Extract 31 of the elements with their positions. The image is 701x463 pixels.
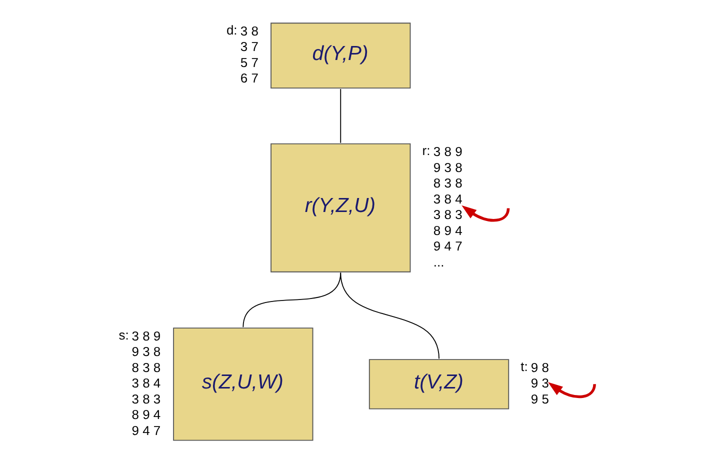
node-label: 6 7 — [240, 70, 258, 86]
arrow — [461, 205, 510, 222]
node-label: 3 8 3 — [432, 207, 462, 222]
node-label: ... — [432, 254, 444, 270]
node-label: 9 3 — [530, 376, 548, 391]
node-label: 3 8 4 — [131, 376, 160, 391]
node-label: 5 7 — [240, 54, 258, 70]
node-label: 8 9 4 — [131, 407, 160, 422]
node-label: 9 8 — [530, 360, 548, 375]
node-label: 3 8 9 — [131, 328, 160, 344]
node-label: r: — [422, 143, 430, 158]
node-label: 9 4 7 — [131, 422, 160, 438]
node-label: 8 3 8 — [432, 176, 462, 191]
connector — [340, 272, 439, 360]
connector — [242, 272, 341, 328]
node-label: 3 7 — [240, 39, 258, 54]
node-label: 9 3 8 — [432, 160, 462, 175]
node-label: d: — [226, 22, 237, 38]
node-label: 9 4 7 — [432, 238, 462, 254]
node-label: s: — [118, 327, 128, 342]
node-label: 3 8 3 — [131, 391, 160, 406]
node-label: 8 9 4 — [432, 222, 462, 238]
node-label: 3 8 9 — [432, 144, 462, 160]
node-label: 3 8 — [240, 23, 258, 38]
node-label: 9 5 — [530, 391, 548, 406]
connector — [340, 88, 341, 144]
node-label: 9 3 8 — [131, 344, 160, 360]
node-label: t: — [520, 358, 528, 374]
node-label: 8 3 8 — [131, 360, 160, 375]
node-label: 3 8 4 — [432, 191, 462, 206]
arrow — [547, 382, 596, 398]
